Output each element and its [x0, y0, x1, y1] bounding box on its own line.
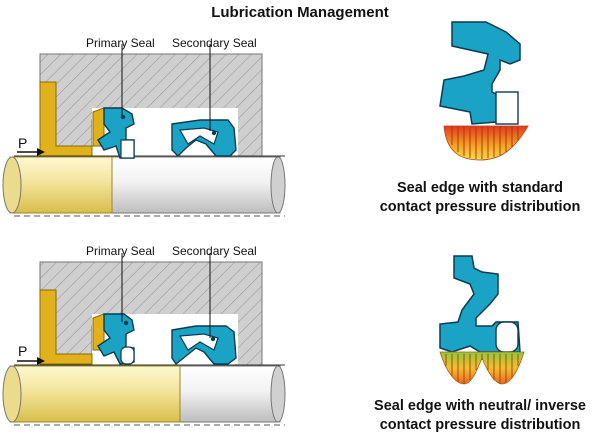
- caption-standard-line2: contact pressure distribution: [379, 199, 581, 215]
- detail-backup-standard: [495, 91, 519, 125]
- shaft-lubricated-bottom: [9, 365, 181, 423]
- diagram-title: Lubrication Management: [211, 4, 389, 21]
- caption-inverse-line1: Seal edge with neutral/ inverse: [374, 398, 586, 414]
- pressure-profile-standard: [443, 125, 529, 161]
- pressure-label-top: P: [18, 135, 28, 151]
- secondary-seal-label-top: Secondary Seal: [172, 36, 257, 50]
- caption-inverse-line2: contact pressure distribution: [379, 417, 581, 433]
- primary-seal-label-bottom: Primary Seal: [86, 244, 155, 258]
- detail-backup-inverse: [495, 321, 519, 353]
- caption-standard: Seal edge with standard contact pressure…: [365, 179, 595, 217]
- shaft-end-bottom: [2, 365, 22, 423]
- retainer-bottom: [39, 289, 93, 365]
- secondary-seal-dot-top: [211, 130, 217, 136]
- primary-seal-dot-top: [120, 114, 126, 120]
- shaft-end-right-top: [270, 156, 286, 214]
- shaft-end-top: [2, 156, 22, 214]
- pressure-label-bottom: P: [18, 343, 28, 359]
- top-assembly: [2, 44, 286, 217]
- bottom-assembly: [2, 253, 286, 426]
- shaft-lubricated-top: [9, 156, 113, 214]
- detail-inverse: [439, 255, 525, 385]
- caption-inverse: Seal edge with neutral/ inverse contact …: [360, 397, 600, 435]
- primary-seal-label-top: Primary Seal: [86, 36, 155, 50]
- primary-seal-backup-top: [120, 139, 135, 159]
- caption-standard-line1: Seal edge with standard: [397, 180, 563, 196]
- secondary-seal-label-bottom: Secondary Seal: [172, 244, 257, 258]
- detail-standard: [439, 21, 529, 161]
